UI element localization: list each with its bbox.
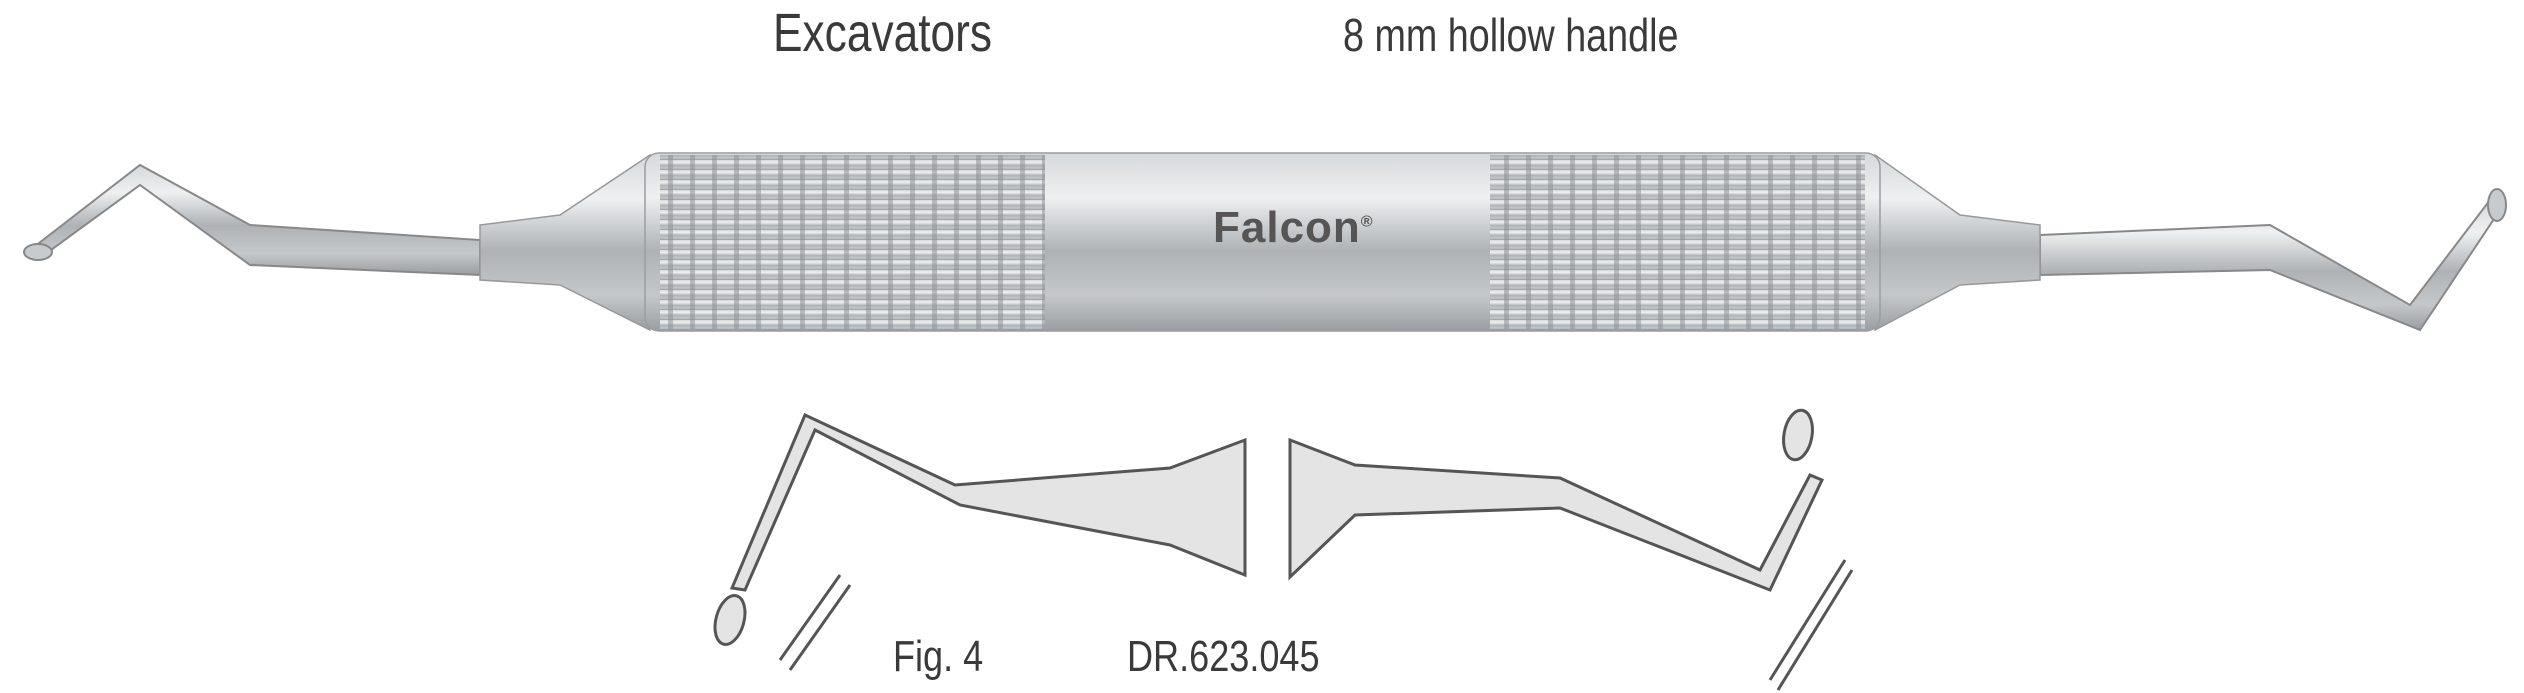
figure-label: Fig. 4 bbox=[893, 632, 984, 681]
left-ferrule bbox=[479, 153, 651, 332]
product-code: DR.623.045 bbox=[1127, 632, 1320, 681]
registered-mark: ® bbox=[1360, 213, 1374, 231]
left-working-tip bbox=[23, 163, 481, 277]
right-working-tip bbox=[2039, 188, 2507, 332]
falcon-logo: Falcon® bbox=[1213, 203, 1374, 253]
right-grip-grooves bbox=[1490, 155, 1865, 329]
brand-name: Falcon bbox=[1213, 203, 1361, 252]
section-title: Excavators bbox=[773, 3, 993, 63]
right-ferrule bbox=[1874, 153, 2041, 332]
technical-drawing bbox=[713, 408, 1854, 691]
handle-spec: 8 mm hollow handle bbox=[1343, 9, 1679, 61]
left-grip-grooves bbox=[660, 155, 1045, 329]
